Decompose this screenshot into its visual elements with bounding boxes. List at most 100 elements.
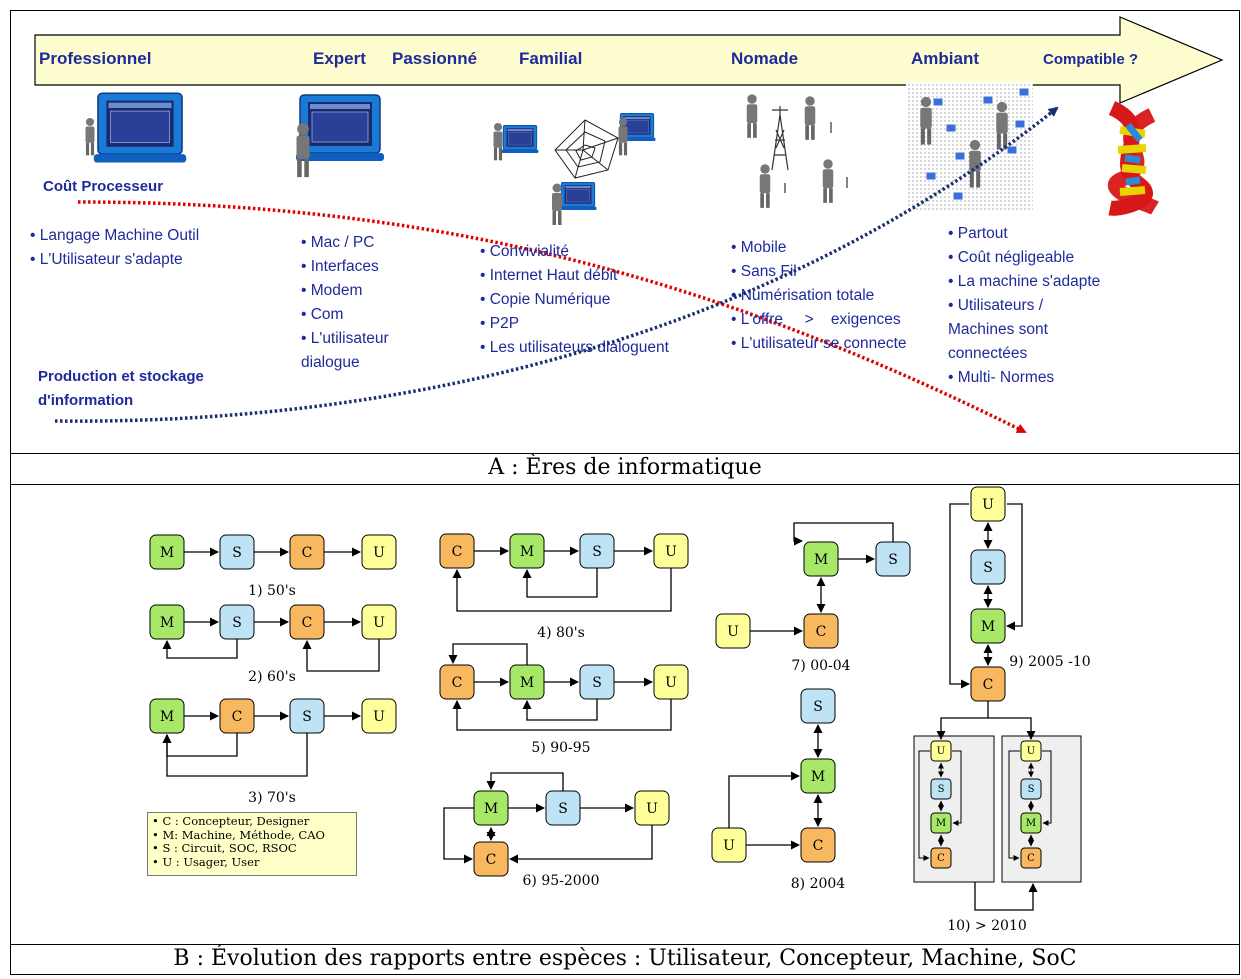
- svg-text:C: C: [983, 677, 994, 693]
- era-familial: Familial: [519, 49, 583, 68]
- svg-text:C: C: [816, 624, 827, 640]
- svg-text:C: C: [486, 852, 497, 868]
- svg-text:C: C: [813, 838, 824, 854]
- antenna-icon: [771, 106, 789, 171]
- svg-text:M: M: [484, 801, 498, 817]
- svg-text:U: U: [373, 615, 385, 631]
- edge: [1006, 503, 1023, 631]
- edge: [793, 522, 894, 546]
- svg-text:S: S: [592, 544, 602, 560]
- node-C: C: [473, 841, 509, 877]
- production-label-line: d'information: [38, 392, 134, 409]
- svg-text:M: M: [1026, 818, 1036, 829]
- svg-text:S: S: [232, 615, 242, 631]
- node-M: M: [803, 541, 839, 577]
- bullet-item: • Coût négligeable: [948, 249, 1075, 266]
- edge: [988, 717, 1036, 740]
- node-M: M: [149, 698, 185, 734]
- era-ambiant: Ambiant: [911, 49, 979, 68]
- node-M: M: [149, 604, 185, 640]
- edge: [452, 568, 672, 612]
- svg-text:M: M: [520, 675, 534, 691]
- cost-curve: [77, 200, 1027, 434]
- era-expert: Expert: [313, 49, 366, 68]
- svg-text:U: U: [1027, 746, 1035, 757]
- bullet-item: • L'offre > exigences: [731, 311, 901, 328]
- node-C: C: [970, 666, 1006, 702]
- diagram-label: 3) 70's: [248, 790, 296, 806]
- bullet-item: Machines sont: [948, 321, 1048, 338]
- bullet-item: • Com: [301, 306, 344, 323]
- svg-text:S: S: [232, 545, 242, 561]
- diagram-label: 7) 00-04: [791, 658, 850, 674]
- svg-text:S: S: [888, 552, 898, 568]
- edge: [443, 807, 474, 864]
- bullet-item: • Numérisation totale: [731, 287, 875, 304]
- node-S: S: [219, 604, 255, 640]
- node-C: C: [289, 534, 325, 570]
- bullet-item: connectées: [948, 345, 1028, 362]
- svg-text:S: S: [558, 801, 568, 817]
- svg-text:U: U: [373, 709, 385, 725]
- node-S: S: [579, 664, 615, 700]
- node-M: M: [149, 534, 185, 570]
- era-nomade: Nomade: [731, 49, 799, 68]
- node-S: S: [289, 698, 325, 734]
- legend-item: • C : Concepteur, Designer: [152, 814, 310, 828]
- node-M: M: [509, 664, 545, 700]
- bullet-item: • Les utilisateurs dialoguent: [480, 339, 669, 356]
- legend-item: • M: Machine, Méthode, CAO: [152, 827, 325, 842]
- node-M: M: [800, 758, 836, 794]
- node-U: U: [653, 533, 689, 569]
- edge: [448, 643, 528, 665]
- edge: [452, 699, 672, 731]
- node-U: U: [634, 790, 670, 826]
- legend: • C : Concepteur, Designer • M: Machine,…: [147, 812, 357, 876]
- svg-text:M: M: [160, 545, 174, 561]
- bullets-familial: • Convivialité • Internet Haut débit • C…: [480, 240, 669, 360]
- diagram-label: 9) 2005 -10: [1009, 654, 1090, 670]
- bullet-item: • Multi- Normes: [948, 369, 1055, 386]
- era-arrow: [34, 16, 1224, 104]
- edge: [522, 699, 598, 721]
- diagram-label: 4) 80's: [537, 625, 585, 641]
- diagram-label: 8) 2004: [791, 876, 846, 892]
- era-professionnel: Professionnel: [39, 49, 152, 68]
- legend-item: • S : Circuit, SOC, RSOC: [152, 841, 297, 855]
- edge: [918, 750, 930, 861]
- legend-item: • U : Usager, User: [152, 854, 260, 869]
- edge: [509, 825, 653, 864]
- bullet-item: • L'utilisateur: [301, 330, 389, 347]
- edge: [162, 639, 238, 659]
- svg-text:C: C: [452, 675, 463, 691]
- web-icon: [554, 119, 619, 179]
- svg-text:M: M: [160, 709, 174, 725]
- svg-text:S: S: [302, 709, 312, 725]
- edge: [1008, 750, 1020, 861]
- edge: [1042, 750, 1052, 826]
- bullets-nomade: • Mobile • Sans Fil • Numérisation total…: [731, 236, 907, 356]
- diagram-label: 1) 50's: [248, 583, 296, 599]
- svg-text:U: U: [982, 497, 994, 513]
- edge: [162, 733, 308, 777]
- edge: [162, 733, 238, 757]
- bullet-item: • Utilisateurs /: [948, 297, 1044, 314]
- node-U: U: [711, 827, 747, 863]
- svg-text:U: U: [723, 838, 735, 854]
- svg-text:S: S: [813, 699, 823, 715]
- edge: [952, 750, 962, 826]
- node-M: M: [509, 533, 545, 569]
- node-C: C: [1020, 847, 1042, 869]
- figure-frame: [10, 10, 1240, 975]
- svg-text:U: U: [665, 675, 677, 691]
- svg-text:M: M: [160, 615, 174, 631]
- svg-text:S: S: [938, 784, 945, 795]
- svg-text:U: U: [646, 801, 658, 817]
- node-U: U: [1020, 740, 1042, 762]
- sub-diagram-frame: [913, 735, 995, 883]
- svg-text:C: C: [937, 853, 945, 864]
- node-U: U: [653, 664, 689, 700]
- node-C: C: [803, 613, 839, 649]
